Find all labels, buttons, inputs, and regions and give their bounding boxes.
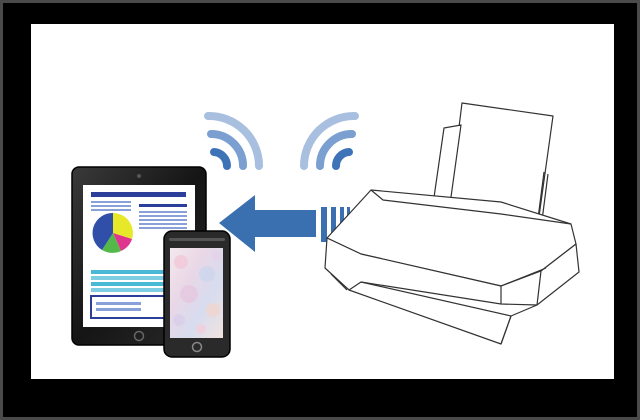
illustration-canvas (31, 24, 614, 379)
printer-icon (324, 102, 580, 345)
wireless-print-illustration (71, 102, 580, 358)
smartphone-icon (163, 230, 231, 358)
wifi-icon-right (300, 111, 359, 170)
wifi-icon-left (204, 111, 263, 170)
floral-image (173, 251, 222, 334)
pie-chart-icon (92, 212, 133, 253)
document-content (90, 192, 187, 319)
